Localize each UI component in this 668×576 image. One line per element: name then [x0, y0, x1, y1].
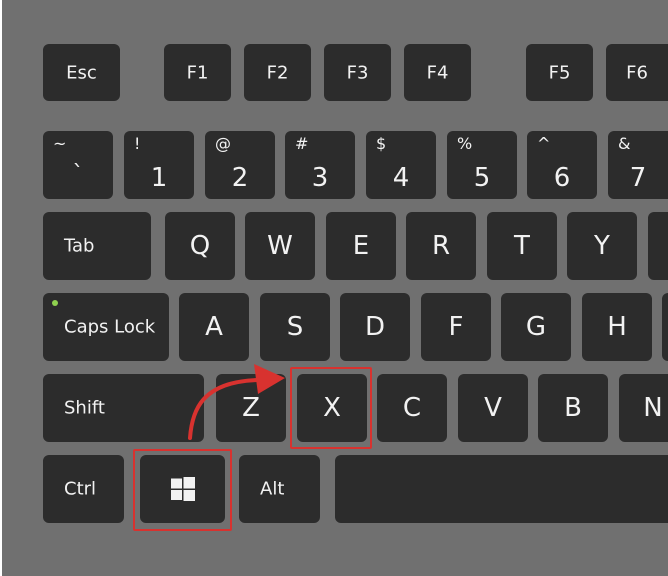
key-g[interactable]: G: [501, 293, 571, 361]
key-n-label: N: [643, 393, 663, 423]
key-alt[interactable]: Alt: [239, 455, 320, 523]
key-r-label: R: [431, 231, 451, 261]
key-backtick-main-label: `: [72, 162, 84, 187]
key-backtick-shift-label: ~: [53, 134, 67, 153]
key-2-shift-label: @: [215, 134, 231, 153]
key-c-label: C: [402, 393, 422, 423]
key-d[interactable]: D: [340, 293, 410, 361]
key-f[interactable]: F: [421, 293, 491, 361]
key-f6[interactable]: F6: [606, 44, 668, 101]
key-space[interactable]: [335, 455, 668, 523]
key-e[interactable]: E: [326, 212, 396, 280]
key-v[interactable]: V: [458, 374, 528, 442]
key-esc-label: Esc: [66, 62, 97, 83]
key-z[interactable]: Z: [216, 374, 286, 442]
key-y[interactable]: Y: [567, 212, 637, 280]
key-u-partial[interactable]: [648, 212, 668, 280]
key-w-label: W: [267, 231, 293, 261]
key-4[interactable]: $ 4: [366, 131, 436, 199]
key-t[interactable]: T: [487, 212, 557, 280]
key-5[interactable]: % 5: [447, 131, 517, 199]
key-caps-lock[interactable]: Caps Lock: [43, 293, 169, 361]
key-f1[interactable]: F1: [164, 44, 231, 101]
key-6[interactable]: ^ 6: [527, 131, 597, 199]
key-6-main-label: 6: [553, 163, 571, 193]
key-1[interactable]: ! 1: [124, 131, 194, 199]
key-f3[interactable]: F3: [324, 44, 391, 101]
key-2-main-label: 2: [231, 163, 249, 193]
key-f6-label: F6: [626, 62, 648, 83]
windows-logo-icon: [171, 477, 195, 501]
key-3-main-label: 3: [311, 163, 329, 193]
key-3-shift-label: #: [295, 134, 309, 153]
key-f5[interactable]: F5: [526, 44, 593, 101]
key-e-label: E: [352, 231, 370, 261]
key-n[interactable]: N: [619, 374, 668, 442]
key-f2-label: F2: [266, 62, 289, 83]
key-alt-label: Alt: [260, 478, 285, 500]
key-g-label: G: [525, 312, 547, 342]
key-v-label: V: [484, 393, 502, 423]
key-shift[interactable]: Shift: [43, 374, 204, 442]
key-a-label: A: [205, 312, 223, 342]
windows-key-highlight: [133, 449, 232, 531]
key-2[interactable]: @ 2: [205, 131, 275, 199]
key-7[interactable]: & 7: [608, 131, 668, 199]
key-f5-label: F5: [548, 62, 571, 83]
key-ctrl[interactable]: Ctrl: [43, 455, 124, 523]
key-ctrl-label: Ctrl: [64, 478, 97, 500]
key-x-label: X: [323, 393, 341, 423]
key-a[interactable]: A: [179, 293, 249, 361]
key-b-label: B: [564, 393, 582, 423]
key-f2[interactable]: F2: [244, 44, 311, 101]
key-5-main-label: 5: [473, 163, 491, 193]
key-shift-label: Shift: [64, 397, 105, 419]
key-f-label: F: [448, 312, 464, 342]
key-f4-label: F4: [426, 62, 449, 83]
key-d-label: D: [364, 312, 386, 342]
key-y-label: Y: [594, 231, 610, 261]
windows-key[interactable]: [140, 455, 225, 523]
key-f4[interactable]: F4: [404, 44, 471, 101]
key-h[interactable]: H: [582, 293, 652, 361]
key-5-shift-label: %: [457, 134, 473, 153]
key-q-label: Q: [189, 231, 211, 261]
key-z-label: Z: [242, 393, 260, 423]
key-tab-label: Tab: [64, 235, 95, 257]
key-j-partial[interactable]: [662, 293, 668, 361]
key-h-label: H: [607, 312, 627, 342]
key-s-label: S: [286, 312, 304, 342]
key-f3-label: F3: [346, 62, 369, 83]
key-x-highlight: [290, 367, 372, 449]
key-t-label: T: [514, 231, 530, 261]
key-b[interactable]: B: [538, 374, 608, 442]
key-c[interactable]: C: [377, 374, 447, 442]
key-3[interactable]: # 3: [285, 131, 355, 199]
key-4-shift-label: $: [376, 134, 387, 153]
key-1-main-label: 1: [150, 163, 168, 193]
key-x[interactable]: X: [297, 374, 367, 442]
key-w[interactable]: W: [245, 212, 315, 280]
key-backtick[interactable]: ~ `: [43, 131, 113, 199]
key-s[interactable]: S: [260, 293, 330, 361]
key-6-shift-label: ^: [537, 134, 551, 153]
key-tab[interactable]: Tab: [43, 212, 151, 280]
caps-lock-indicator-icon: [52, 300, 58, 306]
key-7-main-label: 7: [629, 163, 647, 193]
key-q[interactable]: Q: [165, 212, 235, 280]
key-4-main-label: 4: [392, 163, 410, 193]
key-1-shift-label: !: [134, 134, 141, 153]
key-r[interactable]: R: [406, 212, 476, 280]
key-f1-label: F1: [186, 62, 209, 83]
key-7-shift-label: &: [618, 134, 631, 153]
key-caps-lock-label: Caps Lock: [64, 316, 156, 338]
key-esc[interactable]: Esc: [43, 44, 120, 101]
